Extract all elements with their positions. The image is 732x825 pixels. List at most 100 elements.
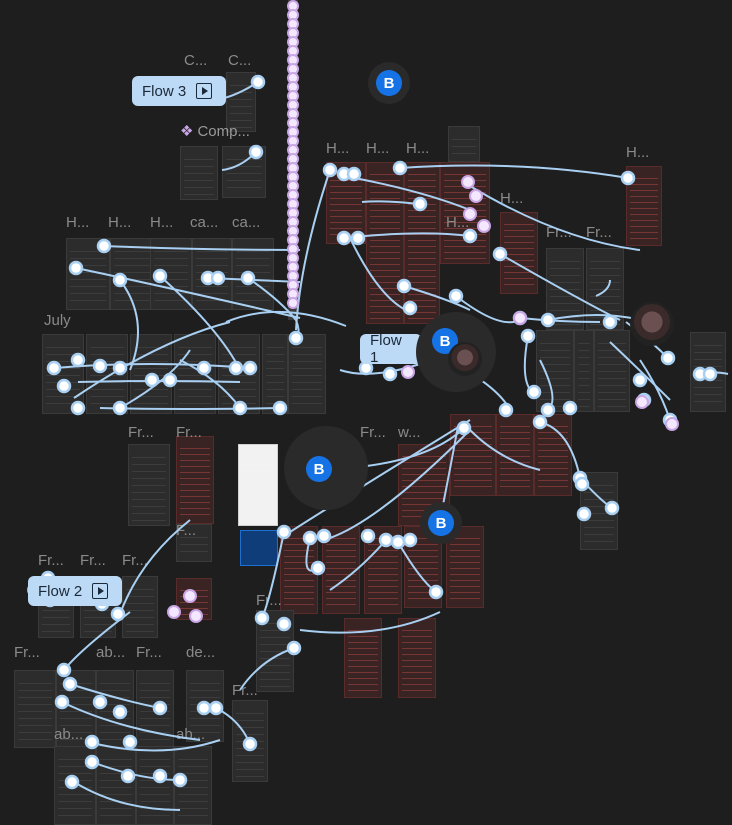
frame[interactable] (86, 334, 128, 414)
frame[interactable] (574, 330, 594, 412)
frame[interactable] (288, 334, 326, 414)
connection-node (540, 312, 556, 328)
connection-node (390, 534, 406, 550)
play-icon[interactable] (196, 83, 213, 99)
connection-node (462, 228, 478, 244)
frame-label[interactable]: ab... (96, 644, 126, 661)
connection-node (336, 230, 352, 246)
connection-node (310, 560, 326, 576)
frame[interactable] (218, 334, 260, 414)
connection-node (396, 278, 412, 294)
frame-label[interactable]: Fr... (232, 682, 258, 699)
frame-label[interactable]: H... (500, 190, 524, 207)
frame-label[interactable]: C... (184, 52, 208, 69)
connection-node (240, 270, 256, 286)
connector-line (397, 541, 437, 593)
frame-label[interactable]: H... (108, 214, 132, 231)
connection-node (402, 532, 418, 548)
frame-label[interactable]: Fr... (360, 424, 386, 441)
connection-node (492, 246, 508, 262)
frame[interactable] (14, 670, 56, 748)
user-photo[interactable] (448, 342, 482, 376)
connector-line (349, 237, 411, 313)
frame-label[interactable]: Fr... (586, 224, 612, 241)
connection-node (526, 384, 542, 400)
frame-label[interactable]: Fr... (122, 552, 148, 569)
frame-label[interactable]: Fr... (136, 644, 162, 661)
connector-line (329, 429, 471, 539)
frame[interactable] (240, 530, 278, 566)
frame-label[interactable]: de... (186, 644, 216, 661)
frame[interactable] (150, 238, 192, 310)
frame[interactable] (176, 436, 214, 524)
frame-label[interactable]: ca... (232, 214, 261, 231)
component-node (635, 395, 649, 409)
frame-label[interactable]: H... (406, 140, 430, 157)
flow-2-starting-point[interactable]: Flow 2 (28, 576, 122, 606)
connection-node (248, 144, 264, 160)
frame-label[interactable]: C... (228, 52, 252, 69)
frame[interactable] (42, 334, 84, 414)
frame[interactable] (366, 162, 404, 324)
frame[interactable] (322, 526, 360, 614)
connection-node (112, 360, 128, 376)
connection-node (540, 402, 556, 418)
play-icon[interactable] (92, 583, 109, 599)
frame[interactable] (238, 444, 278, 526)
connection-node (402, 300, 418, 316)
connector-line (119, 519, 191, 615)
connection-node (378, 532, 394, 548)
connector-line (539, 359, 554, 411)
frame-label[interactable]: w... (398, 424, 421, 441)
connector-line (299, 611, 441, 634)
frame-label[interactable]: Fr... (546, 224, 572, 241)
frame[interactable] (626, 166, 662, 246)
frame[interactable] (128, 444, 170, 526)
frame-label[interactable]: ca... (190, 214, 219, 231)
frame[interactable] (222, 146, 266, 198)
frame-label[interactable]: H... (366, 140, 390, 157)
collaborator-avatar[interactable]: B (284, 426, 368, 510)
connection-node (68, 260, 84, 276)
frame-label[interactable]: ab... (54, 726, 84, 743)
frame[interactable] (262, 334, 288, 414)
frame[interactable] (448, 126, 480, 162)
component-label[interactable]: ❖Comp... (180, 123, 250, 140)
frame-label[interactable]: Fr... (14, 644, 40, 661)
connector-line (61, 701, 201, 741)
connection-node (228, 360, 244, 376)
connection-node (208, 700, 224, 716)
collaborator-avatar[interactable]: B (368, 62, 410, 104)
connection-node (112, 400, 128, 416)
collaborator-avatar[interactable]: B (420, 502, 462, 544)
connection-node (196, 360, 212, 376)
frame-label[interactable]: Fr... (80, 552, 106, 569)
frame-label[interactable]: Fr... (128, 424, 154, 441)
connection-node (632, 372, 648, 388)
frame[interactable] (398, 618, 436, 698)
connector-line (69, 683, 161, 709)
connector-line (539, 421, 581, 479)
frame-label[interactable]: H... (446, 214, 470, 231)
user-photo[interactable] (630, 302, 674, 346)
connection-node (254, 610, 270, 626)
frame-label[interactable]: H... (326, 140, 350, 157)
frame[interactable] (176, 524, 212, 562)
connection-node (64, 774, 80, 790)
frame[interactable] (180, 146, 218, 200)
connector-line (523, 335, 533, 393)
frame[interactable] (594, 330, 630, 412)
connection-node (210, 270, 226, 286)
frame-label[interactable]: H... (66, 214, 90, 231)
connection-node (350, 230, 366, 246)
connection-node (498, 402, 514, 418)
frame-label[interactable]: Fr... (176, 424, 202, 441)
connection-node (112, 704, 128, 720)
flow-1-starting-point[interactable]: Flow 1 (360, 332, 422, 366)
frame-label[interactable]: July (44, 312, 71, 329)
flow-3-starting-point[interactable]: Flow 3 (132, 76, 226, 106)
frame-label[interactable]: Fr... (38, 552, 64, 569)
frame-label[interactable]: H... (150, 214, 174, 231)
frame-label[interactable]: H... (626, 144, 650, 161)
